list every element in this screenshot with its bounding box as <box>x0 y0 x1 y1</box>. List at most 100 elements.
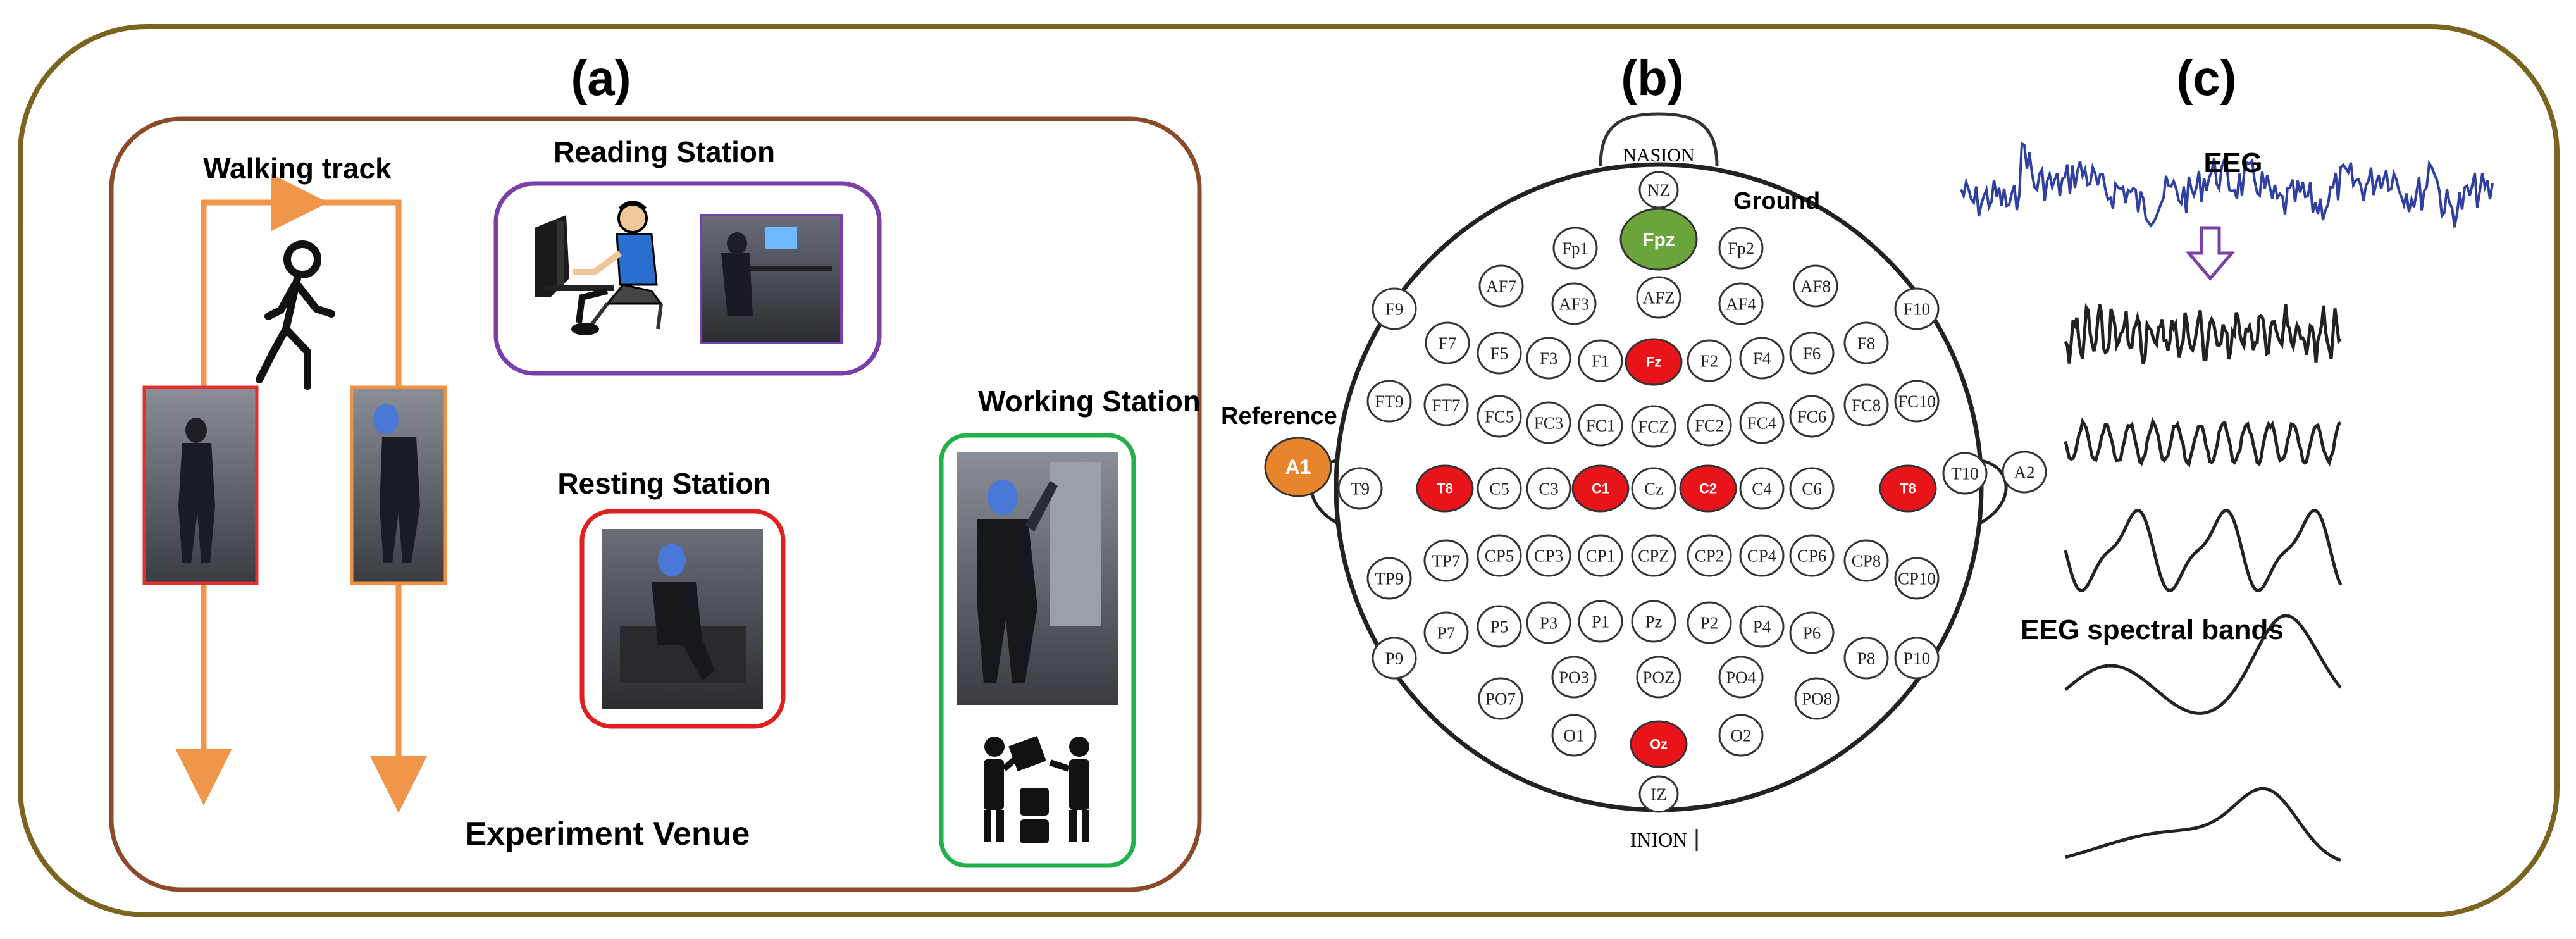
walking-person-photo-right <box>350 385 447 585</box>
electrode-tp9-44: TP9 <box>1366 557 1412 600</box>
electrode-fc2-26: FC2 <box>1687 404 1732 447</box>
electrode-label: FC4 <box>1747 413 1777 432</box>
electrode-marker <box>1337 467 1383 510</box>
panel-a: (a) Walking track <box>109 50 1202 892</box>
electrode-marker <box>1372 637 1417 680</box>
electrode-label: F1 <box>1592 351 1610 370</box>
electrode-label: Oz <box>1650 737 1668 752</box>
electrode-c4-39: C4 <box>1739 467 1785 510</box>
electrode-label: FC8 <box>1852 395 1881 414</box>
electrode-fp1-1: Fp1 <box>1552 227 1598 270</box>
electrode-fc5-22: FC5 <box>1477 395 1522 438</box>
electrode-marker <box>1366 557 1412 600</box>
electrode-label: F4 <box>1753 349 1771 368</box>
electrode-label: FT9 <box>1375 392 1403 411</box>
electrode-afz-6: AFZ <box>1636 276 1681 319</box>
electrode-ft9-20: FT9 <box>1366 380 1412 423</box>
electrode-marker <box>1843 637 1889 680</box>
electrode-fpz-2: Fpz <box>1619 208 1698 271</box>
electrode-marker <box>1578 600 1623 643</box>
electrode-marker <box>1423 383 1469 426</box>
electrode-label: CP6 <box>1797 546 1827 565</box>
electrode-label: CP1 <box>1586 546 1616 565</box>
electrode-label: P10 <box>1904 649 1930 668</box>
electrode-label: FC1 <box>1586 416 1616 435</box>
electrode-marker <box>1423 539 1469 582</box>
electrode-f8-18: F8 <box>1843 321 1889 364</box>
electrode-a1-31: A1 <box>1264 437 1332 497</box>
electrode-marker <box>1718 227 1764 270</box>
electrode-label: P5 <box>1490 617 1509 636</box>
electrode-marker <box>1687 534 1732 577</box>
eeg-label: EEG <box>2204 147 2263 178</box>
electrode-c5-34: C5 <box>1477 467 1522 510</box>
electrode-label: TP7 <box>1432 551 1460 570</box>
electrode-label: FC3 <box>1534 413 1564 432</box>
electrode-marker <box>1843 321 1889 364</box>
electrode-label: P4 <box>1753 617 1771 636</box>
electrode-poz-68: POZ <box>1636 656 1681 699</box>
reference-label: Reference <box>1221 403 1337 430</box>
electrode-a2-43: A2 <box>2002 451 2047 494</box>
electrode-label: C5 <box>1489 479 1509 498</box>
electrode-marker <box>2002 451 2047 494</box>
electrode-marker <box>1879 464 1937 513</box>
electrode-cp1-48: CP1 <box>1578 534 1623 577</box>
electrode-label: F6 <box>1803 344 1821 363</box>
electrode-marker <box>1739 337 1785 380</box>
electrode-label: C3 <box>1539 479 1559 498</box>
electrode-label: P2 <box>1700 613 1719 632</box>
electrode-f3-12: F3 <box>1526 337 1571 380</box>
electrode-pz-60: Pz <box>1631 600 1676 643</box>
electrode-fc8-29: FC8 <box>1843 383 1889 426</box>
electrode-label: C4 <box>1752 479 1772 498</box>
electrode-label: NZ <box>1647 180 1670 199</box>
band-trace-1 <box>2064 302 2342 364</box>
electrode-marker <box>1718 656 1764 699</box>
electrode-label: FC10 <box>1898 392 1936 411</box>
electrode-cpz-49: CPZ <box>1631 534 1676 577</box>
electrode-p9-55: P9 <box>1372 637 1417 680</box>
electrode-label: C6 <box>1802 479 1822 498</box>
electrode-marker <box>1477 467 1522 510</box>
inion-label: INION <box>1630 828 1688 851</box>
electrode-p2-61: P2 <box>1687 601 1732 644</box>
electrode-marker <box>1638 171 1679 209</box>
electrode-marker <box>1416 464 1474 513</box>
electrode-marker <box>1552 227 1598 270</box>
electrode-label: TP9 <box>1375 569 1403 588</box>
electrode-f7-10: F7 <box>1425 321 1470 364</box>
spectral-bands-label: EEG spectral bands <box>2021 614 2284 645</box>
nose-outline <box>1599 112 1719 166</box>
electrode-cz-37: Cz <box>1631 467 1676 510</box>
band-trace-2 <box>2064 416 2342 468</box>
electrode-label: FC2 <box>1695 416 1725 435</box>
electrode-f9-9: F9 <box>1372 287 1417 330</box>
venue-label: Experiment Venue <box>465 816 750 852</box>
band-trace-5 <box>2065 787 2341 862</box>
electrode-label: P6 <box>1803 623 1821 642</box>
electrode-label: IZ <box>1650 785 1666 804</box>
electrode-marker <box>1789 332 1835 375</box>
electrode-marker <box>1526 467 1571 510</box>
electrode-po8-70: PO8 <box>1794 677 1840 720</box>
electrode-label: T10 <box>1951 464 1979 483</box>
electrode-fc1-24: FC1 <box>1578 404 1623 447</box>
electrode-marker <box>1789 467 1835 510</box>
electrode-ft7-21: FT7 <box>1423 383 1469 426</box>
electrode-marker <box>1477 332 1522 375</box>
band-trace-4 <box>2064 614 2342 715</box>
electrode-c1-36: C1 <box>1571 464 1630 513</box>
electrode-cp2-50: CP2 <box>1687 534 1732 577</box>
electrode-marker <box>1526 534 1571 577</box>
electrode-label: Fp2 <box>1728 239 1754 258</box>
electrode-af7-4: AF7 <box>1478 264 1524 308</box>
electrode-t10-42: T10 <box>1942 452 1988 495</box>
electrode-marker <box>1687 339 1732 382</box>
electrode-label: CP8 <box>1852 551 1881 570</box>
electrode-marker <box>1794 677 1840 720</box>
electrode-marker <box>1526 401 1571 444</box>
electrode-marker <box>1636 656 1681 699</box>
